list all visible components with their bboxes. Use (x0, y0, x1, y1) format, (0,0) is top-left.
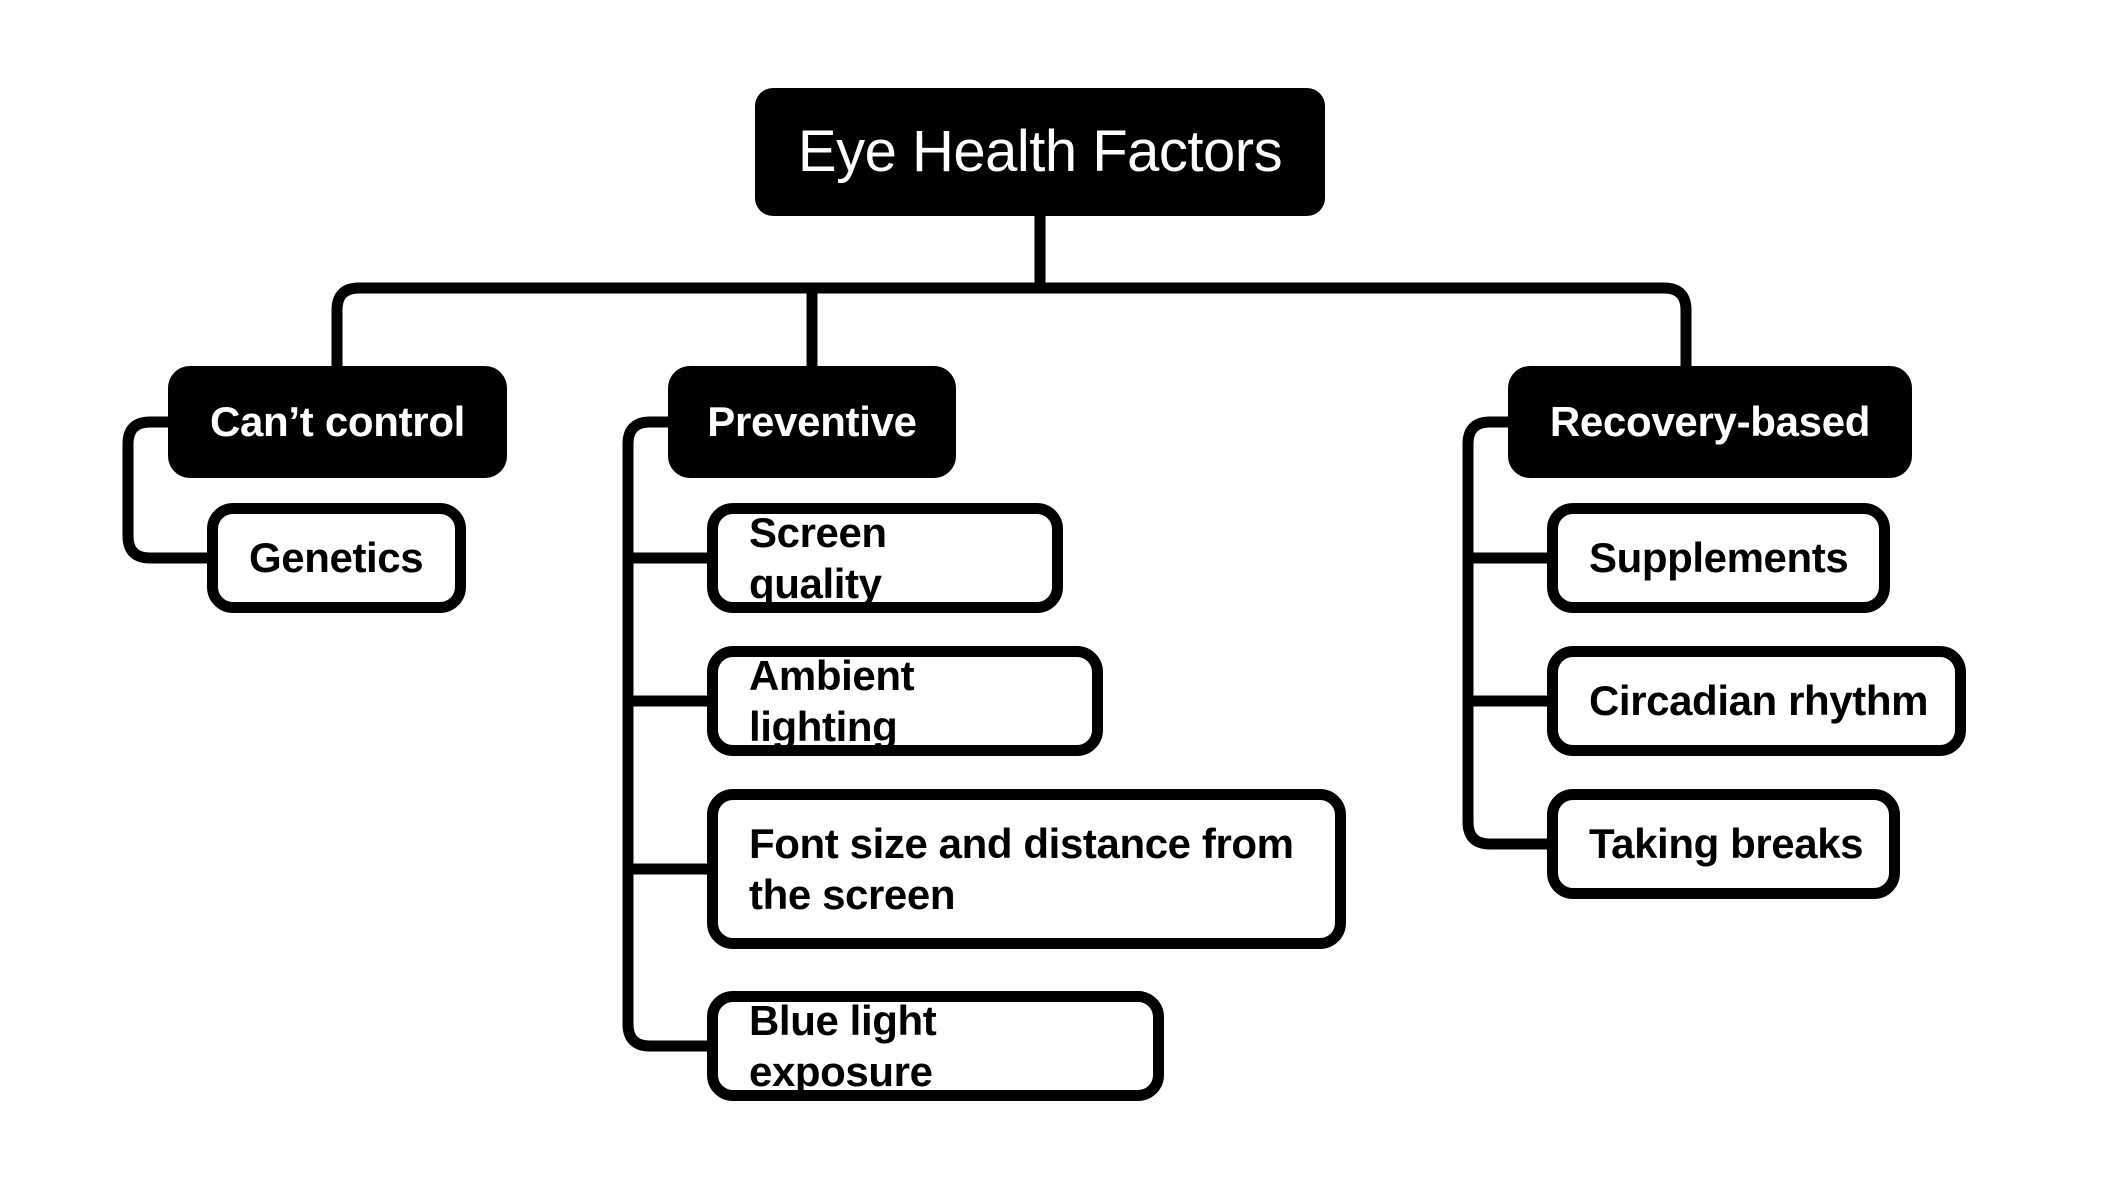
node-label: Blue light exposure (749, 996, 937, 1095)
node-leaf-circadian-rhythm[interactable]: Circadian rhythm (1547, 646, 1966, 756)
node-branch-recovery-based[interactable]: Recovery-based (1508, 366, 1912, 478)
node-leaf-font-size-and-distance-from-the-screen[interactable]: Font size and distance from the screen (707, 789, 1346, 949)
node-label: Screen quality (749, 508, 887, 607)
node-label: Ambient lighting (749, 651, 915, 750)
connector-bus (331, 282, 1692, 366)
node-label: Genetics (249, 534, 424, 582)
node-root-eye-health-factors[interactable]: Eye Health Factors (755, 88, 1325, 216)
node-label: Taking breaks (1589, 820, 1864, 868)
node-label: Font size and distance from the screen (749, 819, 1294, 918)
node-label: Eye Health Factors (797, 118, 1283, 184)
node-label: Supplements (1589, 534, 1849, 582)
node-label: Preventive (707, 397, 917, 445)
node-label: Circadian rhythm (1589, 677, 1929, 725)
node-leaf-ambient-lighting[interactable]: Ambient lighting (707, 646, 1103, 756)
node-label: Recovery-based (1549, 397, 1871, 445)
node-leaf-blue-light-exposure[interactable]: Blue light exposure (707, 991, 1164, 1101)
node-leaf-genetics[interactable]: Genetics (207, 503, 466, 613)
node-leaf-supplements[interactable]: Supplements (1547, 503, 1890, 613)
node-leaf-screen-quality[interactable]: Screen quality (707, 503, 1063, 613)
connector-spine-recovery-based (1462, 416, 1547, 850)
node-branch-preventive[interactable]: Preventive (668, 366, 956, 478)
node-label: Can’t control (209, 397, 466, 445)
connector-spine-preventive (622, 416, 707, 1052)
node-branch-can-t-control[interactable]: Can’t control (168, 366, 507, 478)
node-leaf-taking-breaks[interactable]: Taking breaks (1547, 789, 1900, 899)
